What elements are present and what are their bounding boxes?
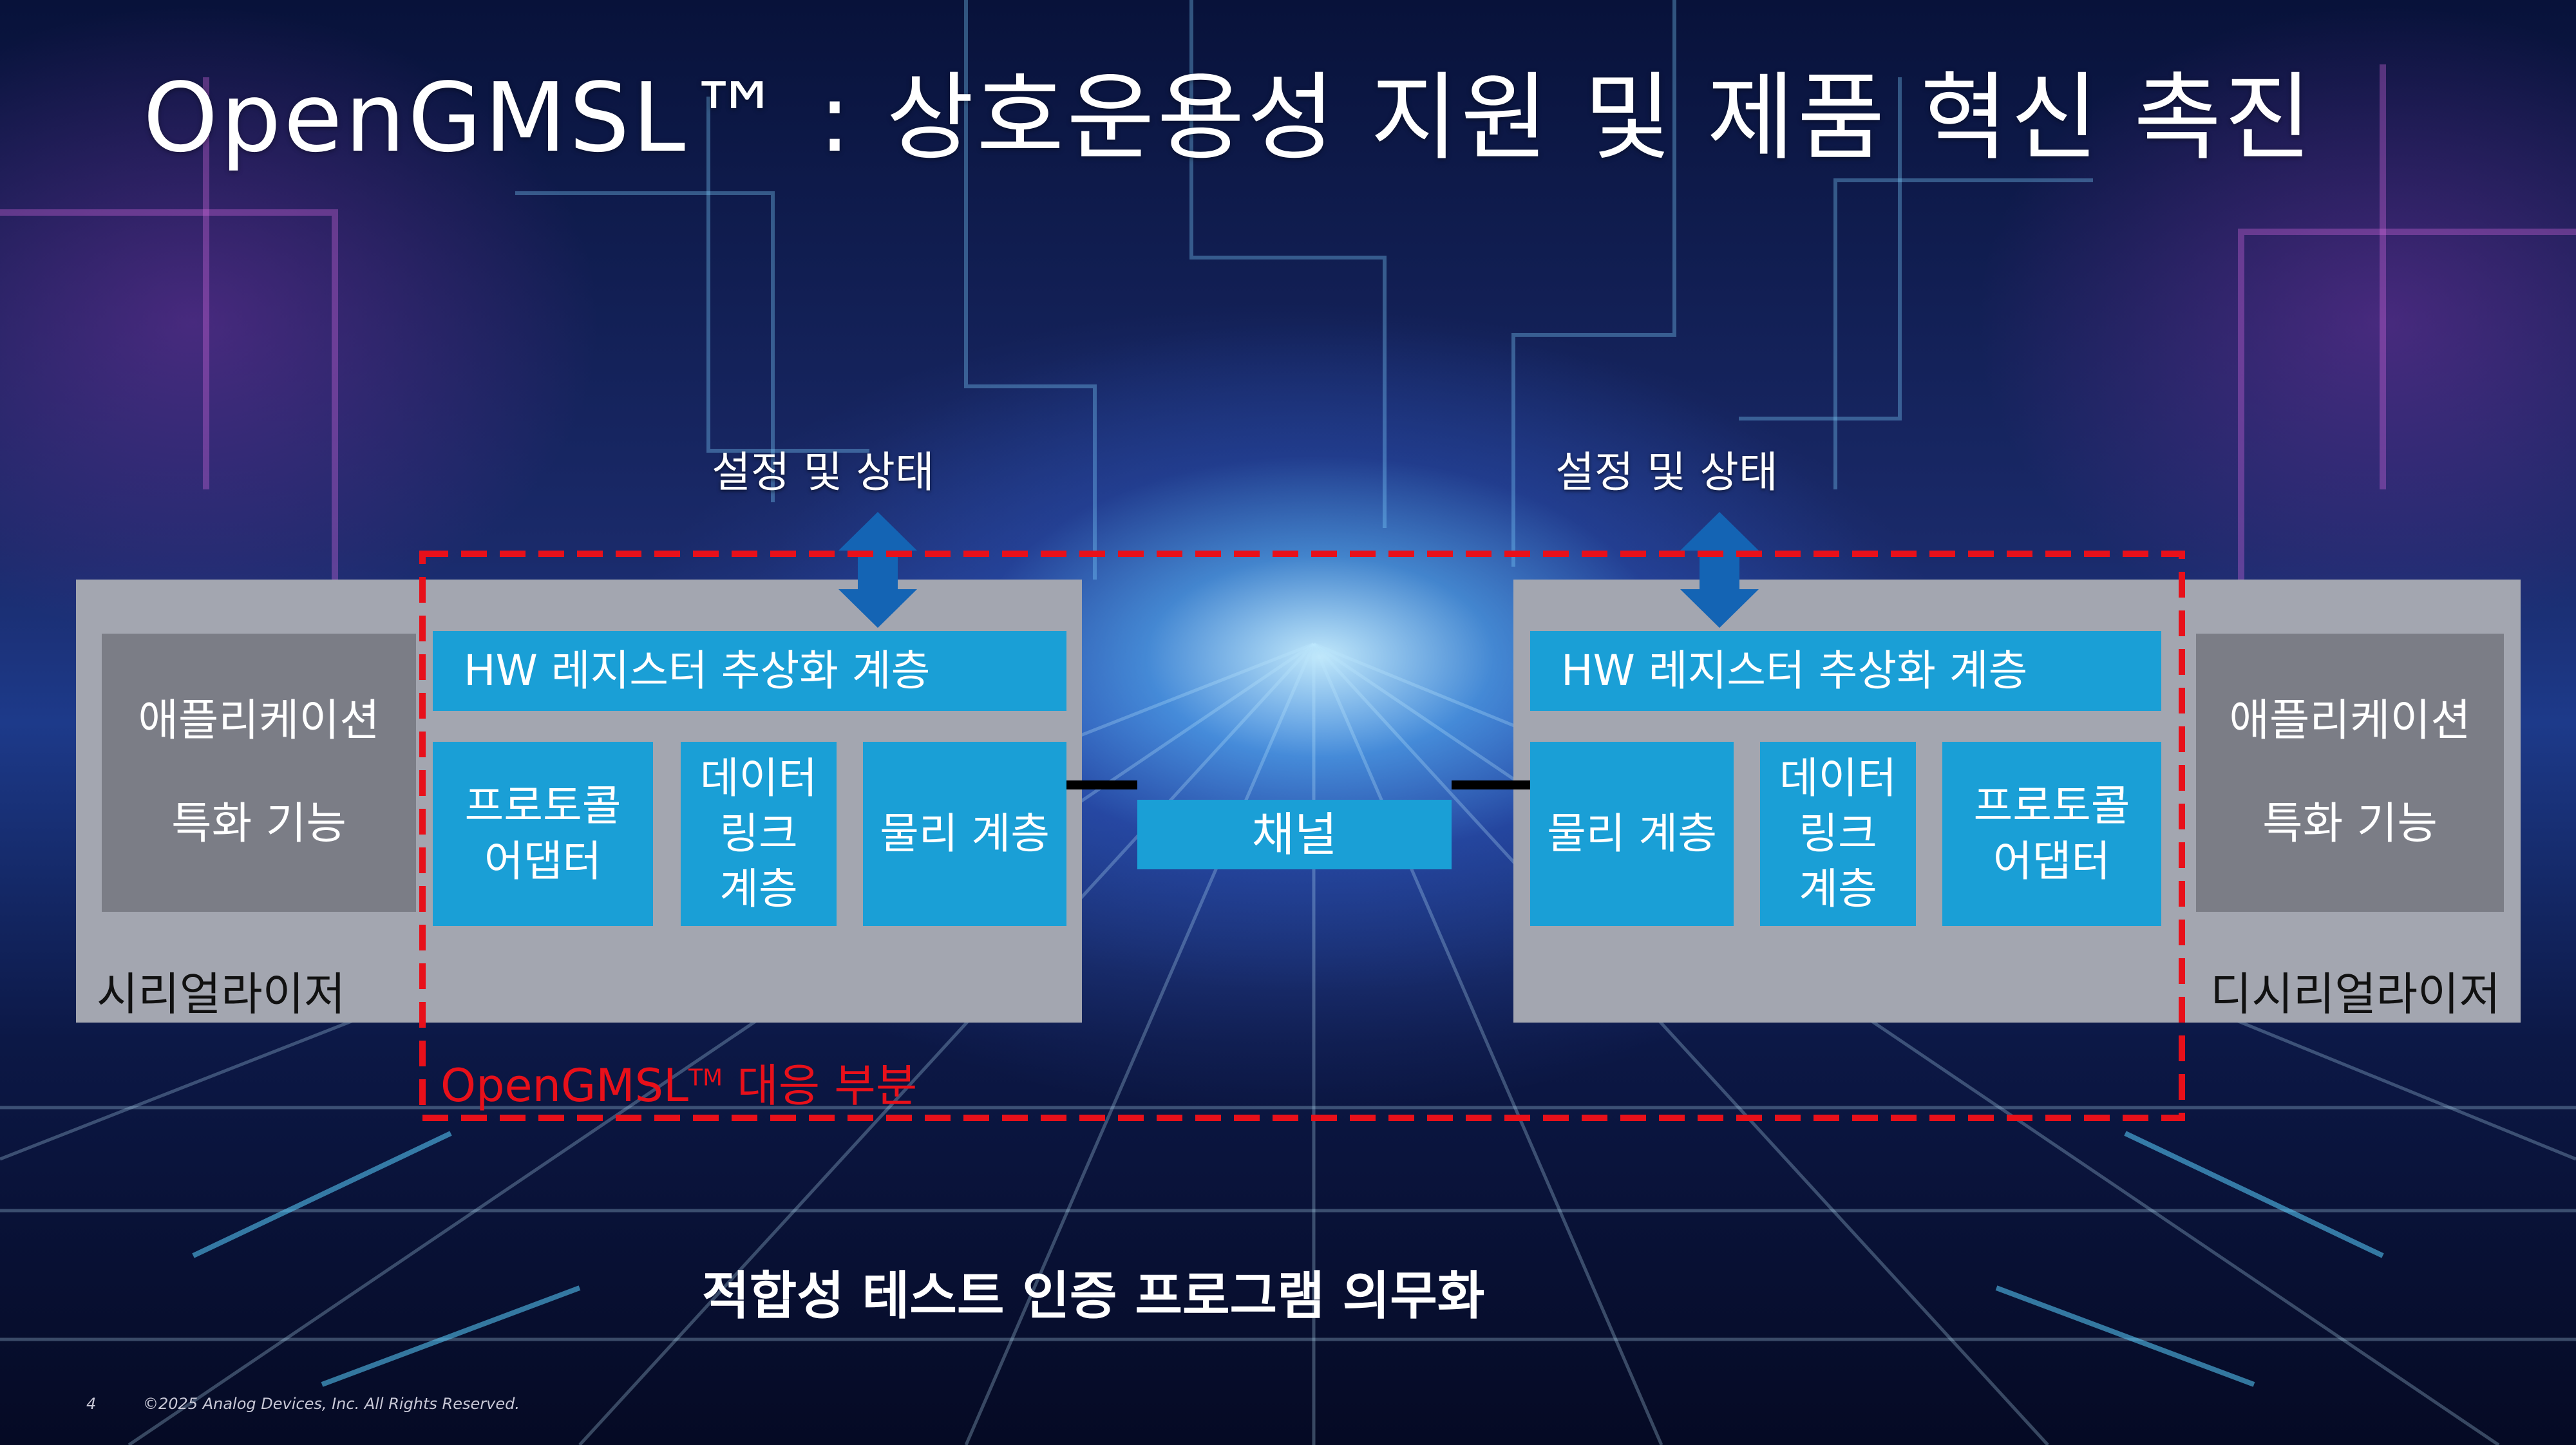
serializer-data-link-layer: 데이터 링크 계층 — [681, 742, 837, 926]
config-status-label-left: 설정 및 상태 — [712, 448, 934, 497]
channel-connector-left — [1066, 780, 1137, 789]
bottom-caption: 적합성 테스트 인증 프로그램 의무화 — [702, 1266, 1485, 1326]
serializer-protocol-adapter: 프로토콜 어댑터 — [433, 742, 653, 926]
serializer-hw-register-layer: HW 레지스터 추상화 계층 — [433, 631, 1066, 711]
copyright-notice: ©2025 Analog Devices, Inc. All Rights Re… — [143, 1395, 520, 1413]
slide-title: OpenGMSL™ : 상호운용성 지원 및 제품 혁신 촉진 — [143, 62, 2315, 173]
opengmsl-region-label: OpenGMSLTM 대응 부분 — [440, 1050, 917, 1115]
deserializer-app-line1: 애플리케이션 — [2229, 695, 2471, 746]
serializer-app-line1: 애플리케이션 — [138, 695, 380, 746]
page-number: 4 — [86, 1395, 97, 1413]
deserializer-app-line2: 특화 기능 — [2262, 798, 2438, 849]
opengmsl-region-label-brand: OpenGMSL — [440, 1059, 689, 1112]
channel-connector-right — [1452, 780, 1530, 789]
serializer-physical-layer: 물리 계층 — [863, 742, 1066, 926]
deserializer-physical-layer: 물리 계층 — [1530, 742, 1734, 926]
channel-box: 채널 — [1137, 800, 1452, 869]
serializer-app-function-box: 애플리케이션 특화 기능 — [102, 634, 416, 912]
deserializer-app-function-box: 애플리케이션 특화 기능 — [2196, 634, 2504, 912]
serializer-label: 시리얼라이저 — [97, 968, 346, 1021]
opengmsl-region-label-suffix: 대응 부분 — [737, 1059, 918, 1112]
deserializer-label: 디시리얼라이저 — [2210, 968, 2501, 1021]
deserializer-hw-register-layer: HW 레지스터 추상화 계층 — [1530, 631, 2161, 711]
config-status-label-right: 설정 및 상태 — [1555, 448, 1778, 497]
deserializer-data-link-layer: 데이터 링크 계층 — [1760, 742, 1916, 926]
deserializer-protocol-adapter: 프로토콜 어댑터 — [1942, 742, 2161, 926]
serializer-app-line2: 특화 기능 — [171, 798, 346, 849]
opengmsl-region-label-tm: TM — [688, 1064, 723, 1091]
